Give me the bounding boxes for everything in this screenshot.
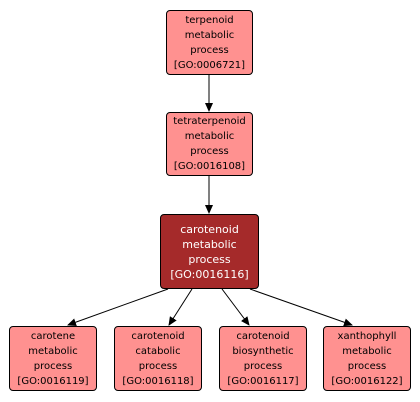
node-label-line: metabolic xyxy=(182,237,237,251)
node-go-id: [GO:0016122] xyxy=(331,375,403,387)
node-label-line: process xyxy=(190,146,229,157)
node-label-line: metabolic xyxy=(184,131,235,142)
edge-carotenoid-to-biosynthetic xyxy=(221,288,250,326)
edge-carotenoid-to-carotene xyxy=(67,288,169,327)
node-label-line: catabolic xyxy=(135,345,181,357)
node-go-id: [GO:0006721] xyxy=(173,59,246,71)
go-node-carotene-metabolic-process[interactable]: carotene metabolic process [GO:0016119] xyxy=(9,326,97,391)
node-label-line: process xyxy=(347,360,387,372)
node-label-line: tetraterpenoid xyxy=(173,116,246,127)
node-label-line: carotenoid xyxy=(131,330,185,342)
node-label-line: carotenoid xyxy=(236,330,290,342)
node-label-line: carotene xyxy=(30,330,76,342)
node-label-line: metabolic xyxy=(184,29,235,41)
go-node-carotenoid-catabolic-process[interactable]: carotenoid catabolic process [GO:0016118… xyxy=(114,326,202,391)
node-label-line: process xyxy=(190,44,229,56)
node-label-line: biosynthetic xyxy=(232,345,294,357)
node-label-line: carotenoid xyxy=(180,222,239,236)
node-label-line: metabolic xyxy=(342,345,392,357)
go-node-carotenoid-biosynthetic-process[interactable]: carotenoid biosynthetic process [GO:0016… xyxy=(219,326,307,391)
node-label-line: process xyxy=(188,252,231,266)
edge-carotenoid-to-catabolic xyxy=(168,288,193,326)
node-label-line: process xyxy=(138,360,178,372)
node-label-line: metabolic xyxy=(28,345,78,357)
go-node-terpenoid-metabolic-process[interactable]: terpenoid metabolic process [GO:0006721] xyxy=(166,10,253,75)
node-label-line: process xyxy=(243,360,283,372)
node-label-line: terpenoid xyxy=(185,14,234,26)
node-go-id: [GO:0016118] xyxy=(122,375,194,387)
edge-carotenoid-to-xanthophyll xyxy=(249,288,353,327)
node-go-id: [GO:0016108] xyxy=(173,161,246,172)
node-go-id: [GO:0016116] xyxy=(170,267,249,281)
go-node-tetraterpenoid-metabolic-process[interactable]: tetraterpenoid metabolic process [GO:001… xyxy=(166,112,253,176)
go-node-carotenoid-metabolic-process[interactable]: carotenoid metabolic process [GO:0016116… xyxy=(160,214,259,289)
node-go-id: [GO:0016119] xyxy=(17,375,89,387)
node-label-line: xanthophyll xyxy=(337,330,397,342)
go-node-xanthophyll-metabolic-process[interactable]: xanthophyll metabolic process [GO:001612… xyxy=(323,326,411,391)
node-label-line: process xyxy=(33,360,73,372)
node-go-id: [GO:0016117] xyxy=(227,375,299,387)
